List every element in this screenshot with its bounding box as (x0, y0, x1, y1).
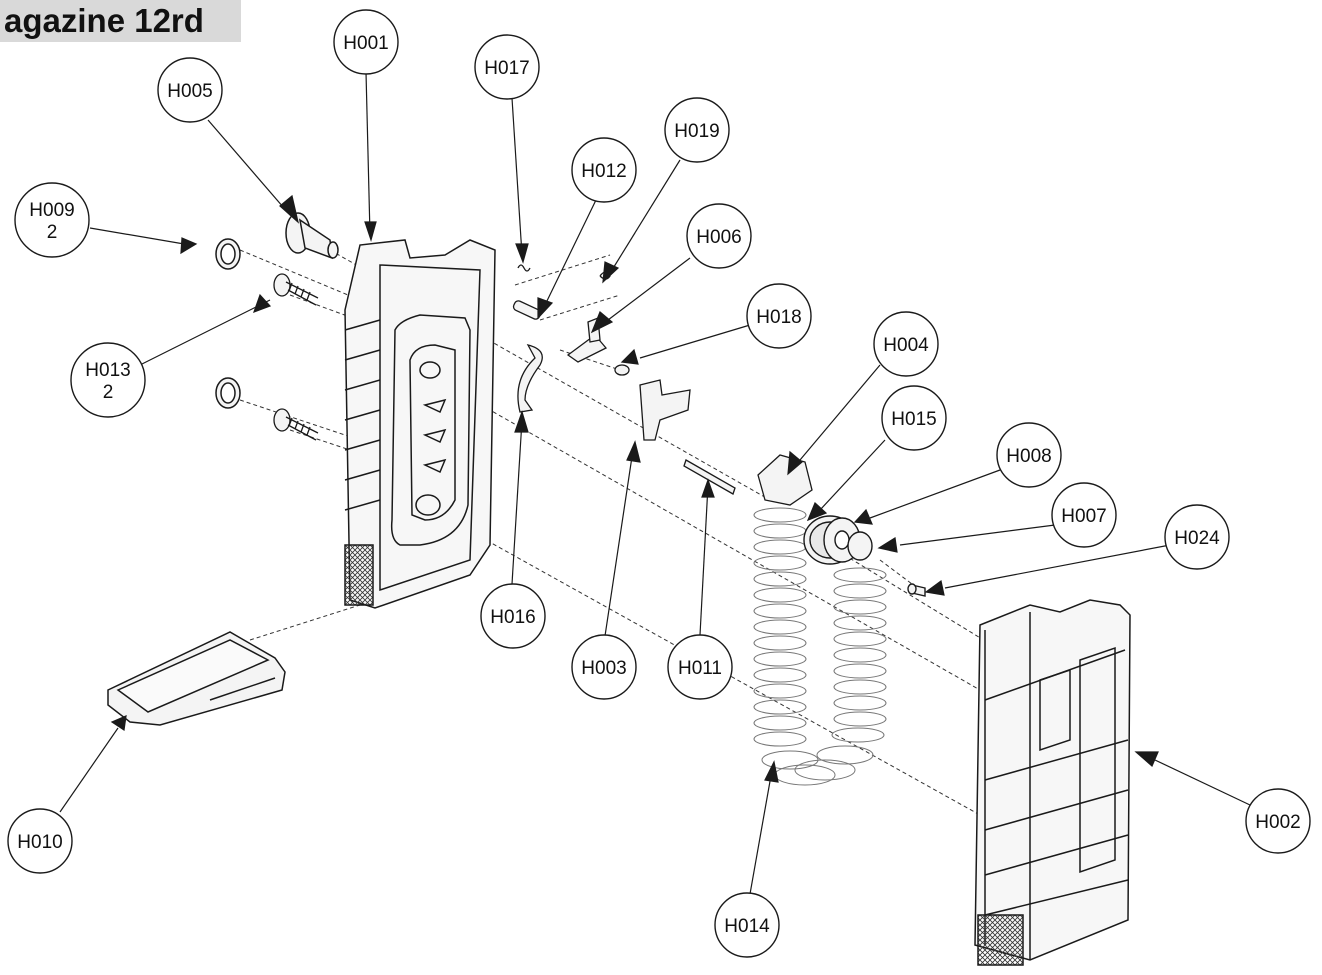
callout-circle (1051, 482, 1117, 548)
magazine-body-right (974, 599, 1131, 966)
callout-label: H001 (343, 33, 388, 54)
callout-label: H009 (29, 200, 74, 221)
callout-circle (873, 311, 939, 377)
callout-label: H013 (85, 360, 130, 381)
callout-label: H007 (1061, 506, 1106, 527)
callout-h003: H003 (571, 634, 637, 700)
callout-h001: H001 (333, 9, 399, 75)
callout-circle (14, 182, 90, 258)
leader-lines (59, 71, 1251, 895)
callout-h011: H011 (667, 634, 733, 700)
part-plug (285, 212, 339, 260)
callout-circle (1164, 504, 1230, 570)
callout-h017: H017 (474, 34, 540, 100)
callout-circle (1245, 788, 1311, 854)
callout-circle (7, 808, 73, 874)
callout-label: H006 (696, 227, 741, 248)
callout-circle (664, 97, 730, 163)
callout-quantity: 2 (47, 222, 58, 243)
callout-circle (667, 634, 733, 700)
callout-label: H012 (581, 161, 626, 182)
magazine-body-left (344, 239, 496, 609)
callout-circle (881, 385, 947, 451)
callout-circle (157, 57, 223, 123)
callout-circle (70, 342, 146, 418)
callout-label: H017 (484, 58, 529, 79)
part-spring-follower (753, 454, 887, 786)
callout-label: H003 (581, 658, 626, 679)
callout-label: H019 (674, 121, 719, 142)
callout-circle (474, 34, 540, 100)
callout-label: H024 (1174, 528, 1220, 549)
part-gear (803, 515, 926, 597)
callout-label: H005 (167, 81, 212, 102)
callout-h002: H002 (1245, 788, 1311, 854)
callout-h004: H004 (873, 311, 939, 377)
callout-h006: H006 (686, 203, 752, 269)
callout-h010: H010 (7, 808, 73, 874)
callout-h016: H016 (480, 583, 546, 649)
callout-circle (996, 422, 1062, 488)
callout-h007: H007 (1051, 482, 1117, 548)
callout-label: H010 (17, 832, 62, 853)
callout-label: H002 (1255, 812, 1300, 833)
callout-label: H008 (1006, 446, 1051, 467)
callout-label: H004 (883, 335, 929, 356)
callout-h005: H005 (157, 57, 223, 123)
callout-label: H015 (891, 409, 936, 430)
callout-label: H018 (756, 307, 801, 328)
callout-h014: H014 (714, 892, 780, 958)
callout-circle (480, 583, 546, 649)
callout-quantity: 2 (103, 382, 114, 403)
callout-h012: H012 (571, 137, 637, 203)
callout-circle (571, 634, 637, 700)
callout-h019: H019 (664, 97, 730, 163)
part-screws (273, 273, 319, 441)
callout-circle (746, 283, 812, 349)
callout-circle (686, 203, 752, 269)
page-title: agazine 12rd (4, 2, 204, 39)
part-small-internals (512, 264, 736, 495)
title-band: agazine 12rd (0, 0, 241, 42)
callout-circle (571, 137, 637, 203)
callout-circle (714, 892, 780, 958)
callout-label: H014 (724, 916, 770, 937)
callout-label: H011 (678, 658, 722, 679)
callout-h008: H008 (996, 422, 1062, 488)
callout-circle (333, 9, 399, 75)
callout-label: H016 (490, 607, 535, 628)
callout-h024: H024 (1164, 504, 1230, 570)
part-base-plate (107, 631, 286, 726)
callout-h018: H018 (746, 283, 812, 349)
part-rings (215, 238, 241, 409)
callout-h015: H015 (881, 385, 947, 451)
